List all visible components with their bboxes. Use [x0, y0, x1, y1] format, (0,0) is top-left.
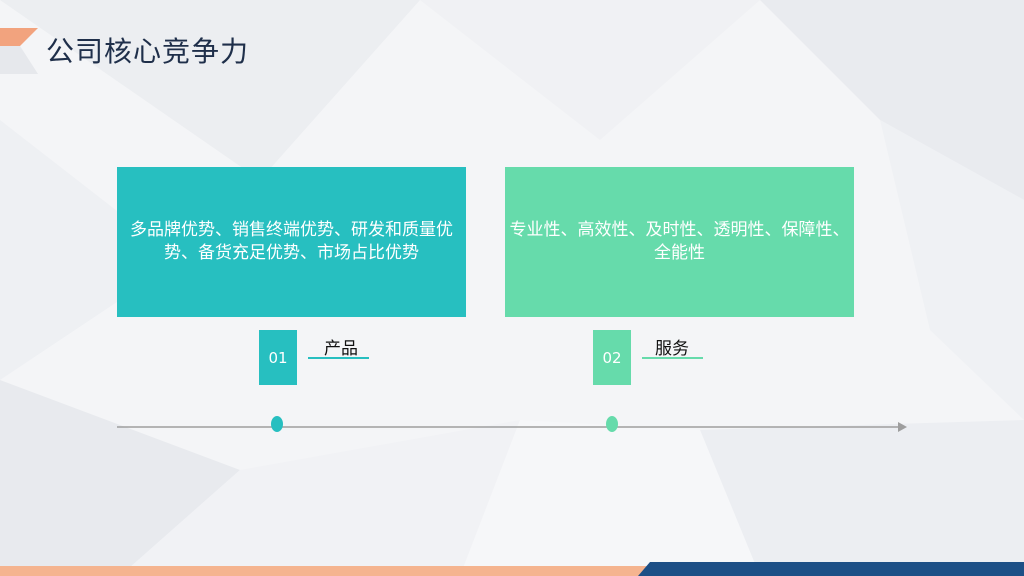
- label-product: 产品: [324, 339, 358, 359]
- number-badge-01: 01: [259, 330, 297, 385]
- label-underline-service: [642, 357, 703, 359]
- title-accent-shape: [0, 28, 38, 74]
- page-title: 公司核心竞争力: [46, 35, 250, 68]
- label-underline-product: [308, 357, 369, 359]
- number-badge-02: 02: [593, 330, 631, 385]
- card-product-advantages: 多品牌优势、销售终端优势、研发和质量优势、备货充足优势、市场占比优势: [117, 167, 466, 317]
- card-service-advantages: 专业性、高效性、及时性、透明性、保障性、全能性: [505, 167, 854, 317]
- bottom-decor-bar: [0, 562, 1024, 576]
- label-service: 服务: [655, 339, 689, 359]
